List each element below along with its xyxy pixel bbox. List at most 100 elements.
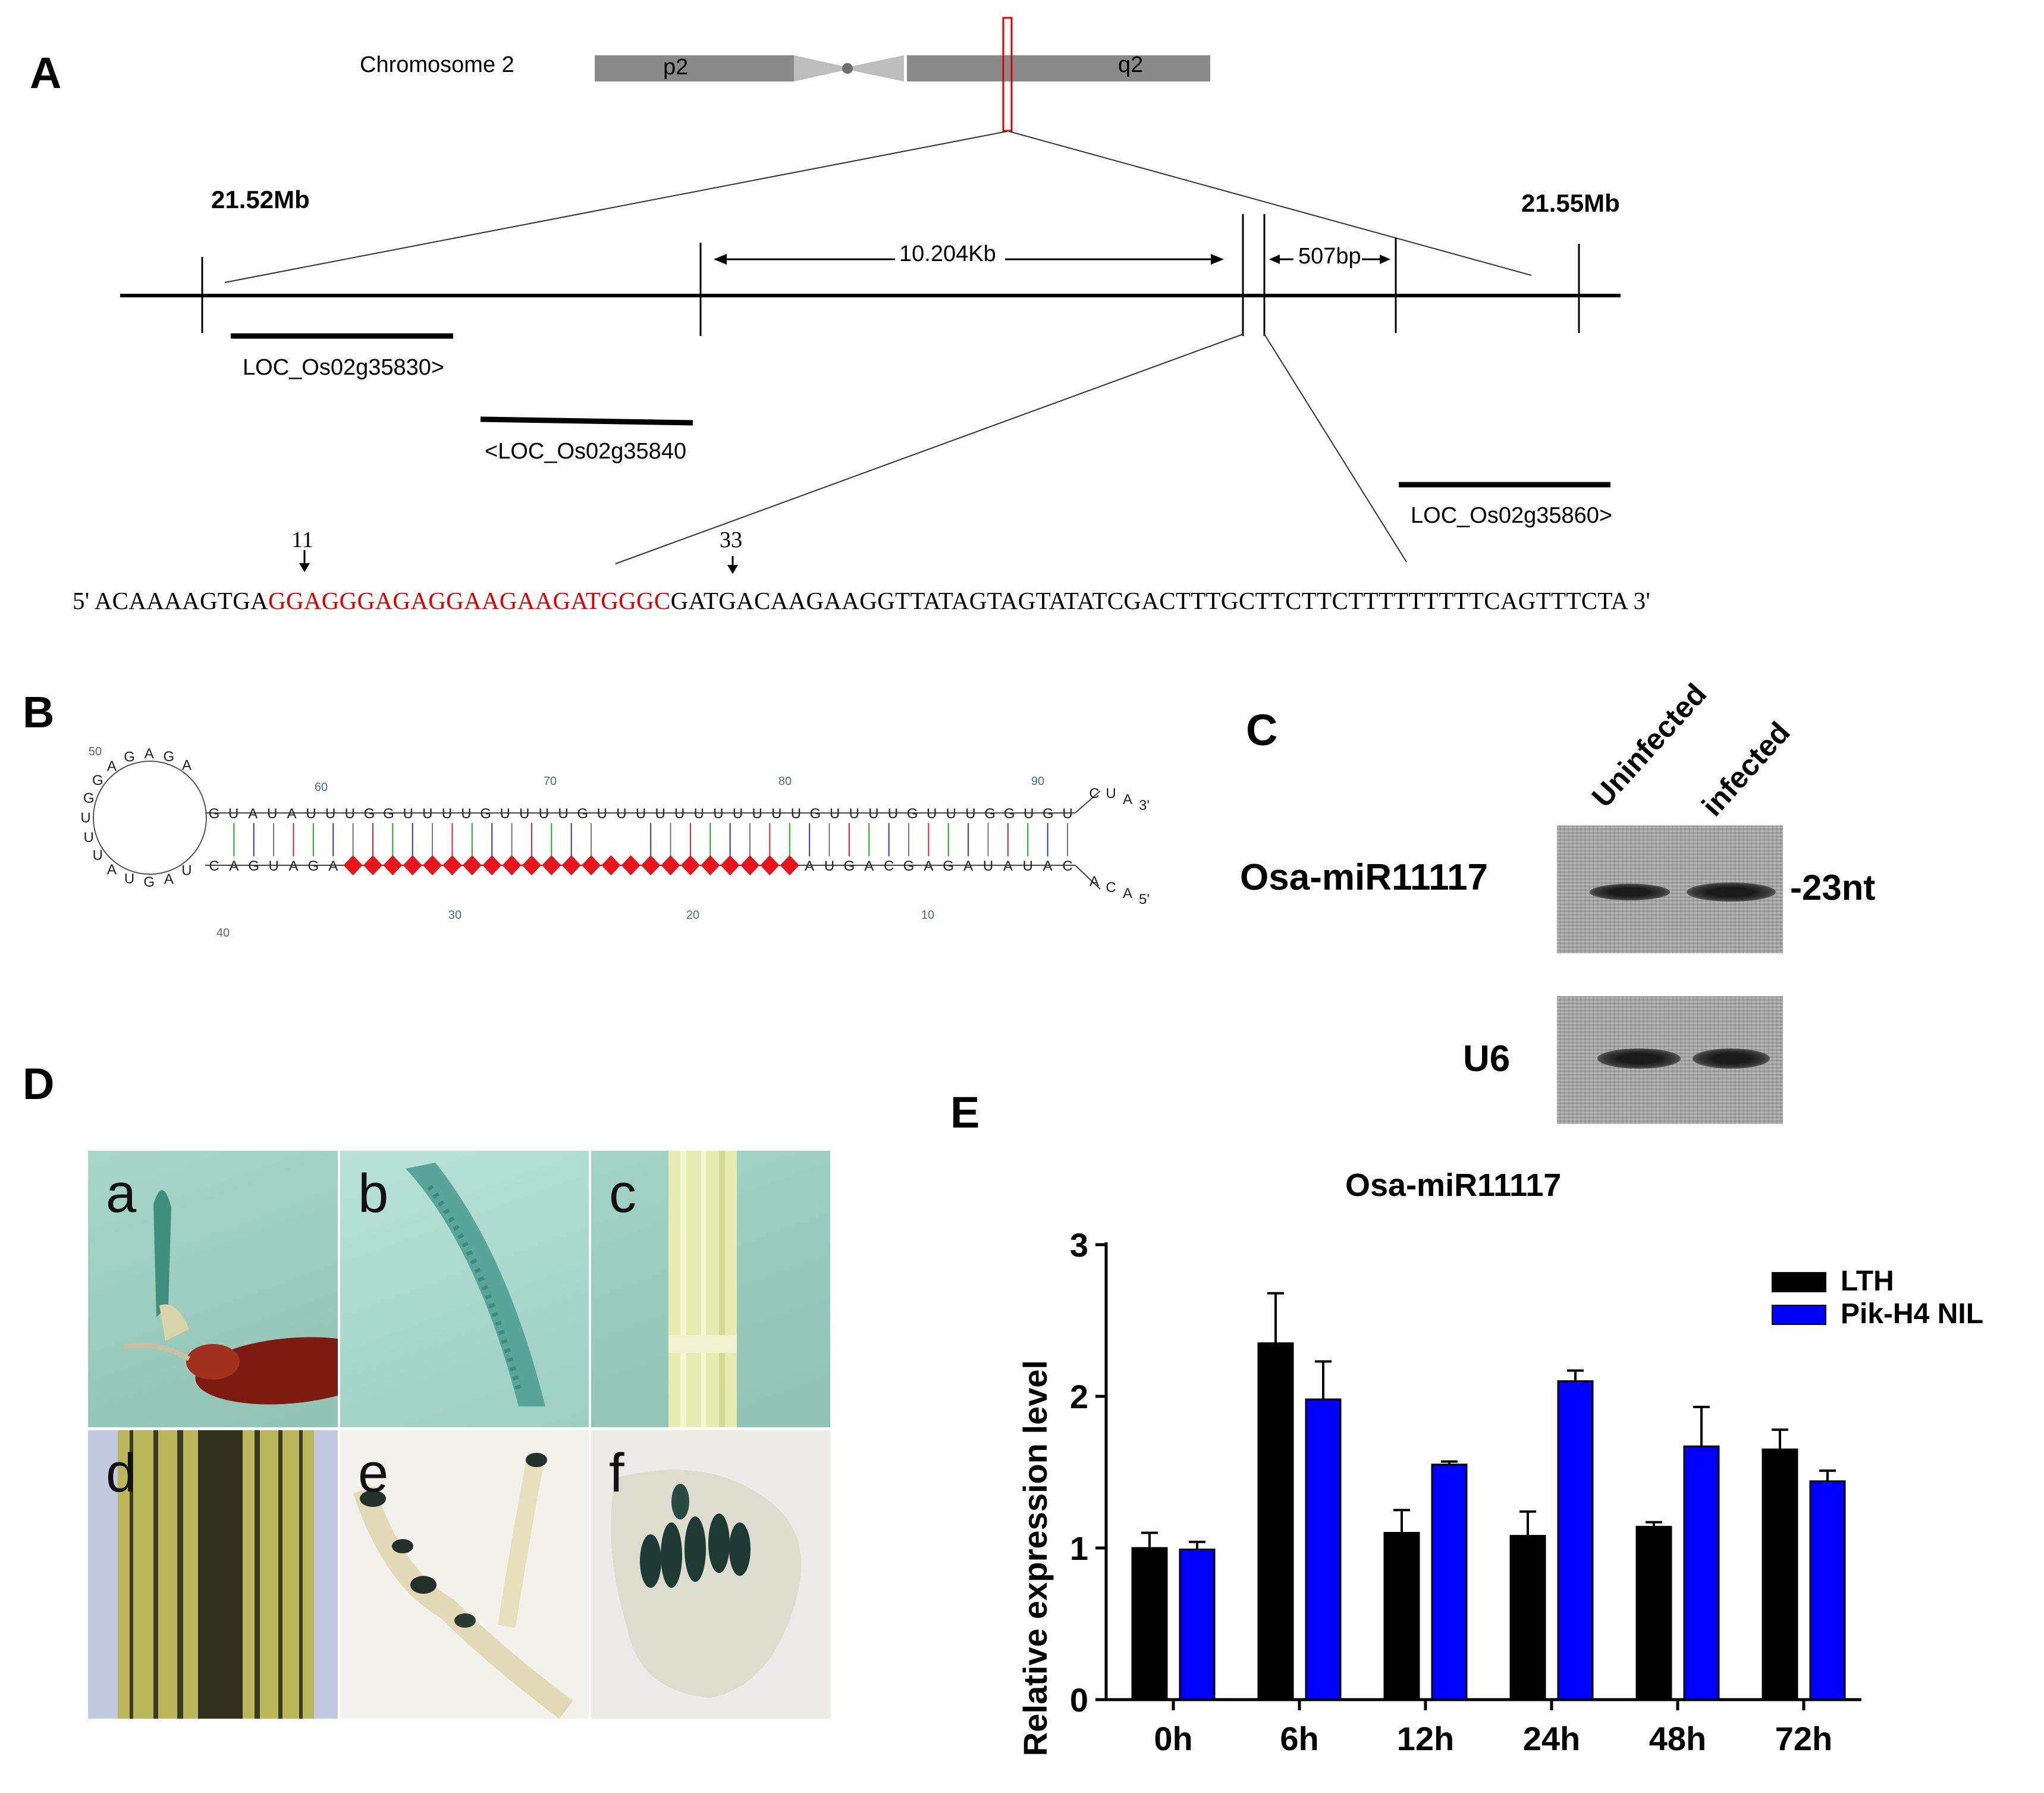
x-tick-label: 72h [1775, 1720, 1833, 1757]
hairpin-loop [93, 761, 207, 875]
rna-base-bottom: U [268, 858, 278, 874]
rna-base-tail-3prime: C [1089, 786, 1099, 802]
mature-mirna-nucleotide [542, 855, 561, 875]
rna-base-top: U [461, 806, 471, 822]
rna-base-loop: G [124, 749, 135, 765]
mature-mirna-nucleotide [701, 855, 720, 875]
rna-base-top: U [1062, 806, 1072, 822]
rna-base-loop: U [181, 862, 191, 878]
centromere-dot [842, 63, 853, 74]
chromosome-arm-q-label: q2 [1118, 52, 1144, 77]
rna-base-top: U [403, 806, 413, 822]
position-number-bottom: 20 [686, 909, 699, 922]
sub-label-a: a [106, 1163, 137, 1224]
mature-mirna-nucleotide [760, 855, 780, 875]
mature-mirna-nucleotide [561, 855, 581, 875]
rna-base-bottom: A [805, 858, 814, 874]
mature-mirna-nucleotide [383, 855, 403, 875]
mature-mirna-nucleotide [680, 855, 700, 875]
panel-label-d: D [23, 1059, 55, 1109]
y-tick-label: 0 [1070, 1681, 1088, 1719]
distance-label-1: 10.204Kb [899, 241, 996, 266]
rna-base-loop: U [80, 810, 90, 826]
northern-blot-u6 [1557, 996, 1783, 1124]
rna-base-bottom: A [288, 858, 298, 874]
left-coordinate: 21.52Mb [211, 186, 310, 213]
bar-pik-h4-nil [1809, 1480, 1846, 1701]
position-number-bottom: 30 [448, 909, 461, 922]
base-pairs [233, 823, 1068, 856]
rna-base-tail-3prime: 3' [1139, 797, 1150, 814]
bar-pik-h4-nil [1305, 1398, 1342, 1701]
rna-base-top: U [500, 806, 510, 822]
mature-mirna-nucleotide [641, 855, 661, 875]
sequence-prefix: 5' ACAAAAGTGA [73, 587, 269, 614]
legend-label: LTH [1841, 1266, 1894, 1297]
rna-base-top: U [422, 806, 432, 822]
x-tick-label: 0h [1154, 1720, 1192, 1757]
bar-pik-h4-nil [1557, 1380, 1594, 1701]
rna-base-bottom: U [983, 858, 993, 874]
position-number-top: 90 [1031, 775, 1044, 788]
bar-pik-h4-nil [1179, 1549, 1216, 1701]
rna-base-bottom: C [1062, 858, 1072, 874]
rna-base-top: G [577, 806, 588, 822]
rna-base-top: G [1043, 806, 1054, 822]
mature-mirna-nucleotide [462, 855, 482, 875]
rna-base-top: U [946, 806, 956, 822]
position-label-start: 11 [291, 527, 314, 552]
rna-base-bottom: C [209, 858, 219, 874]
locus-highlight-box [1002, 17, 1013, 132]
rna-base-bottom: G [903, 858, 915, 874]
rna-base-top: U [306, 806, 316, 822]
rna-base-top: U [616, 806, 626, 822]
rna-base-loop: A [164, 871, 174, 887]
mature-mirna-nucleotide [482, 855, 502, 875]
rna-base-top: U [558, 806, 568, 822]
gus-photo-e: e [340, 1430, 589, 1719]
rna-base-top: U [752, 806, 762, 822]
mature-mirna-nucleotide [442, 855, 462, 875]
sub-label-b: b [358, 1163, 389, 1224]
distance-label-2: 507bp [1298, 244, 1361, 269]
position-number-top: 60 [315, 781, 328, 794]
row-label-mirna: Osa-miR11117 [1240, 857, 1489, 898]
mature-mirna-nucleotide [621, 855, 640, 875]
mature-mirna-nucleotide [720, 855, 740, 875]
rna-base-top: U [713, 806, 723, 822]
gene-label-3: LOC_Os02g35860> [1411, 503, 1613, 528]
rna-base-top: G [480, 806, 491, 822]
rna-base-top: U [345, 806, 355, 822]
band-uninfected-u6 [1597, 1048, 1681, 1069]
gene-label-1: LOC_Os02g35830> [243, 355, 445, 380]
rna-base-bottom: A [864, 858, 874, 874]
rna-base-bottom: A [229, 858, 238, 874]
band-infected-mirna [1687, 883, 1776, 902]
x-tick-label: 6h [1280, 1720, 1318, 1757]
sub-label-d: d [106, 1443, 137, 1503]
rna-base-tail-3prime: U [1106, 786, 1116, 802]
sequence-suffix: GATGACAAGAAGGTTATAGTAGTATATCGACTTTGCTTCT… [670, 587, 1651, 614]
rna-base-bottom: A [1043, 858, 1053, 874]
rna-base-top: U [655, 806, 665, 822]
rna-base-top: A [248, 806, 258, 822]
rna-base-loop: G [83, 790, 95, 806]
mature-mirna-nucleotide [363, 855, 382, 875]
rna-base-top: U [830, 806, 840, 822]
rna-base-loop: U [124, 871, 134, 887]
size-marker: -23nt [1790, 868, 1876, 908]
rna-base-top: U [849, 806, 859, 822]
rna-base-top: U [733, 806, 743, 822]
northern-blot-mirna [1557, 825, 1783, 953]
band-infected-u6 [1693, 1048, 1770, 1069]
sub-label-c: c [609, 1163, 636, 1224]
lane-label-infected: infected [1695, 715, 1797, 823]
rna-base-bottom: A [963, 858, 973, 874]
gus-photo-b: b [340, 1151, 589, 1427]
rna-base-bottom: A [1003, 858, 1013, 874]
legend-swatch [1772, 1272, 1826, 1292]
rna-base-top: U [694, 806, 704, 822]
